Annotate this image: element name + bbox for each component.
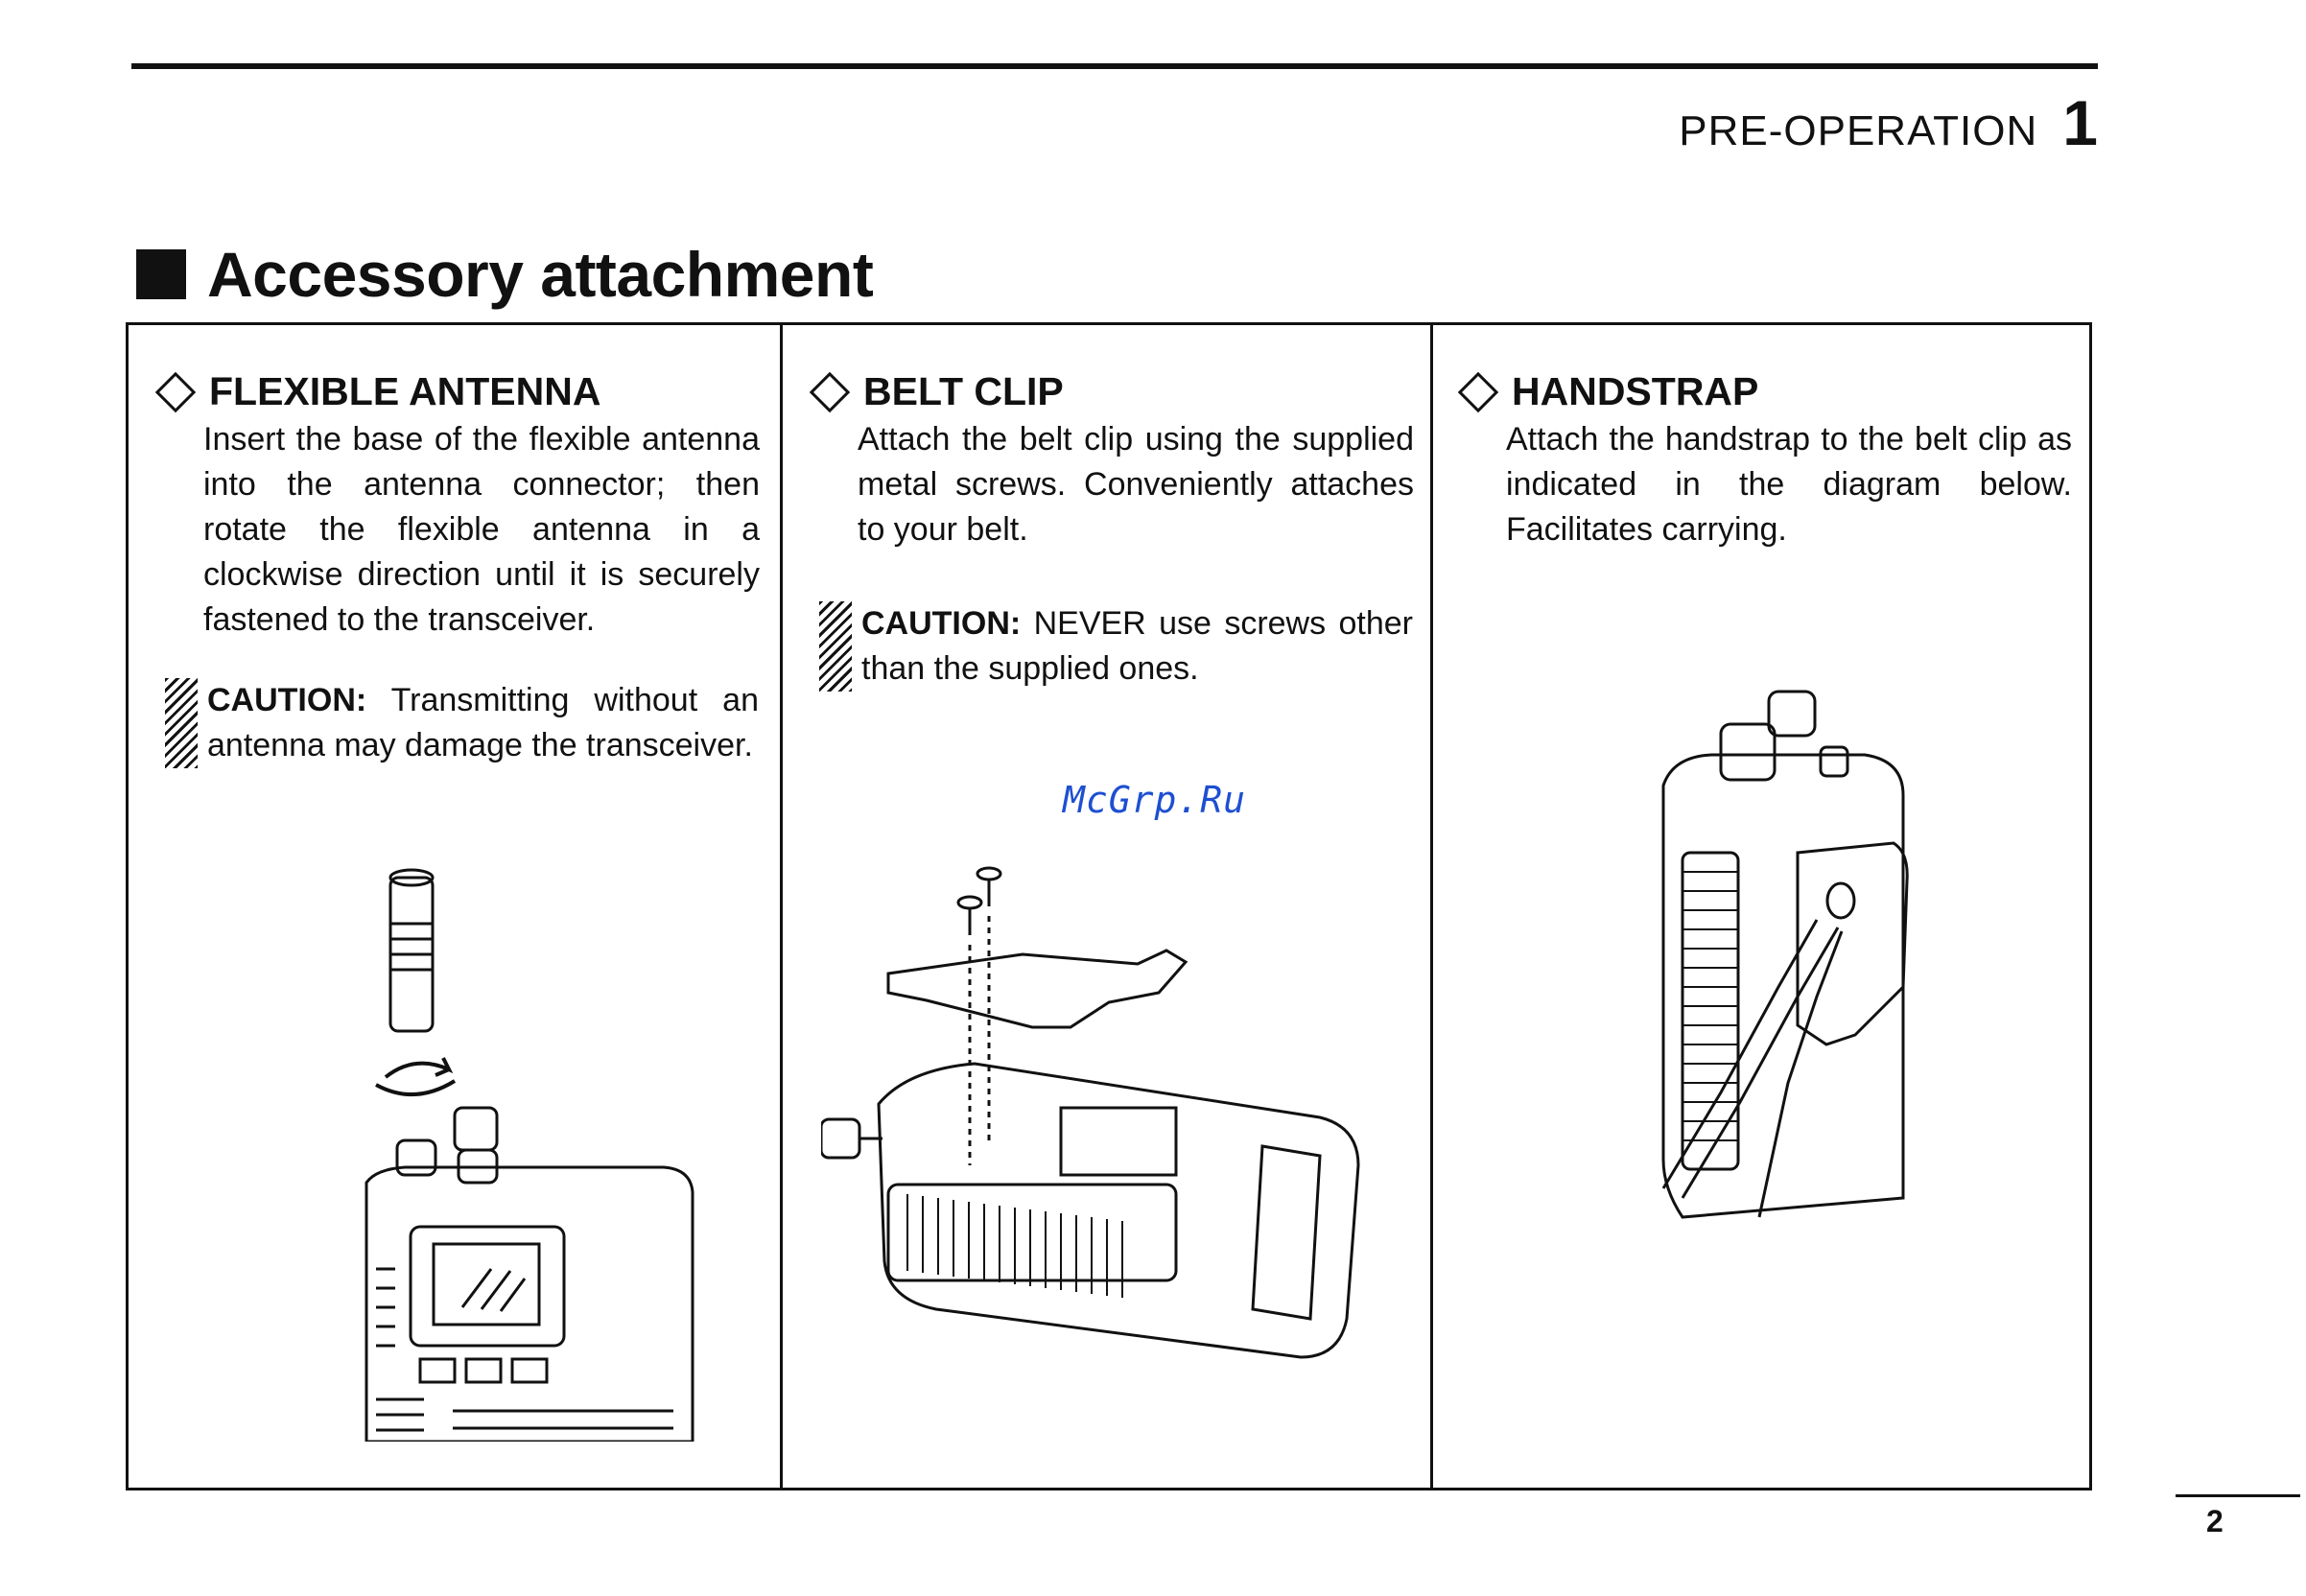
panel-title: HANDSTRAP bbox=[1457, 369, 1759, 414]
section-title: PRE-OPERATION bbox=[1679, 107, 2038, 154]
caution-text: Transmitting without an antenna may dama… bbox=[207, 682, 759, 763]
caution-note: CAUTION: NEVER use screws other than the… bbox=[819, 601, 1413, 692]
watermark: McGrp.Ru bbox=[1063, 779, 1247, 821]
top-rule bbox=[131, 63, 2098, 69]
caution-text: NEVER use screws other than the supplied… bbox=[861, 605, 1413, 687]
heading-square-icon bbox=[136, 249, 186, 299]
panel-title: BELT CLIP bbox=[809, 369, 1064, 414]
caution-hatch-icon bbox=[819, 601, 852, 692]
panel-body: Insert the base of the flexible antenna … bbox=[203, 421, 760, 638]
panel-flexible-antenna: FLEXIBLE ANTENNA Insert the base of the … bbox=[129, 325, 780, 1488]
caution-hatch-icon bbox=[165, 678, 198, 768]
caution-note: CAUTION: Transmitting without an antenna… bbox=[165, 678, 759, 768]
panel-handstrap: HANDSTRAP Attach the handstrap to the be… bbox=[1430, 325, 2089, 1488]
panel-title-text: HANDSTRAP bbox=[1512, 369, 1759, 413]
section-header: PRE-OPERATION 1 bbox=[1679, 86, 2098, 159]
page-title: Accessory attachment bbox=[207, 239, 874, 310]
caution-label: CAUTION: bbox=[207, 682, 367, 718]
panel-title-text: FLEXIBLE ANTENNA bbox=[209, 369, 601, 413]
accessory-panels: FLEXIBLE ANTENNA Insert the base of the … bbox=[126, 322, 2092, 1490]
handstrap-illustration-icon bbox=[1661, 690, 1909, 1219]
page-heading: Accessory attachment bbox=[136, 238, 874, 311]
panel-title: FLEXIBLE ANTENNA bbox=[154, 369, 601, 414]
panel-belt-clip: BELT CLIP Attach the belt clip using the… bbox=[780, 325, 1430, 1488]
panel-body: Attach the handstrap to the belt clip as… bbox=[1506, 421, 2072, 548]
diamond-icon bbox=[809, 371, 851, 412]
caution-label: CAUTION: bbox=[861, 605, 1022, 642]
belt-clip-illustration-icon bbox=[821, 866, 1360, 1359]
page-number: 2 bbox=[2206, 1504, 2224, 1538]
caution-body: CAUTION: Transmitting without an antenna… bbox=[207, 678, 759, 768]
antenna-radio-illustration-icon bbox=[365, 868, 694, 1442]
panel-title-text: BELT CLIP bbox=[863, 369, 1064, 413]
diamond-icon bbox=[154, 371, 197, 412]
panel-body: Attach the belt clip using the supplied … bbox=[858, 421, 1414, 548]
footer-rule bbox=[2176, 1494, 2300, 1497]
caution-body: CAUTION: NEVER use screws other than the… bbox=[861, 601, 1413, 692]
section-number: 1 bbox=[2062, 87, 2098, 158]
diamond-icon bbox=[1457, 371, 1499, 412]
